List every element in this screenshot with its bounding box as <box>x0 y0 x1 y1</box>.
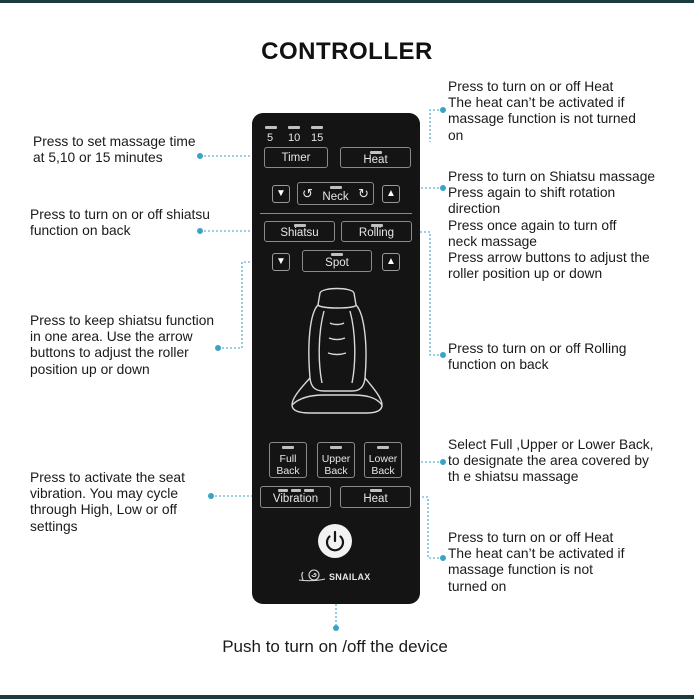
vibration-button[interactable]: Vibration <box>260 486 331 508</box>
upper-back-label-2: Back <box>324 465 348 477</box>
divider <box>260 213 412 214</box>
vibration-button-label: Vibration <box>272 493 319 505</box>
vibration-led-3 <box>304 489 314 492</box>
shiatsu-button-label: Shiatsu <box>280 227 319 239</box>
neck-button[interactable]: ↺ Neck ↻ <box>297 182 374 205</box>
timer-value-15: 15 <box>311 132 324 144</box>
full-back-button[interactable]: Full Back <box>269 442 307 478</box>
upper-back-label-1: Upper <box>321 453 351 465</box>
seat-cushion-icon <box>291 287 383 414</box>
bottom-border <box>0 695 694 699</box>
rolling-button-label: Rolling <box>358 227 395 239</box>
neck-button-label: Neck <box>322 191 349 203</box>
upper-back-button[interactable]: Upper Back <box>317 442 355 478</box>
vibration-led-1 <box>278 489 288 492</box>
lower-back-label-2: Back <box>371 465 395 477</box>
zones-note: Select Full ,Upper or Lower Back, to des… <box>448 437 654 485</box>
spot-button-label: Spot <box>325 257 349 269</box>
chevron-down-icon: ▼ <box>276 256 286 267</box>
timer-led-5 <box>265 126 277 129</box>
spot-button[interactable]: Spot <box>302 250 372 272</box>
remote-controller: 5 10 15 Timer Heat ▼ ↺ Neck ↻ ▲ Shiatsu … <box>252 113 420 604</box>
shiatsu-button[interactable]: Shiatsu <box>264 221 335 242</box>
shiatsu-led <box>294 224 306 227</box>
timer-button-label: Timer <box>281 152 311 164</box>
spot-led <box>331 253 343 256</box>
neck-up-button[interactable]: ▲ <box>382 185 400 203</box>
rolling-button[interactable]: Rolling <box>341 221 412 242</box>
heat-button-top-label: Heat <box>363 154 388 166</box>
brand-name: SNAILAX <box>329 572 371 582</box>
spot-up-button[interactable]: ▲ <box>382 253 400 271</box>
heat-bottom-led <box>370 489 382 492</box>
rolling-led <box>371 224 383 227</box>
heat-button-bottom-label: Heat <box>363 493 388 505</box>
timer-value-5: 5 <box>267 132 274 144</box>
vibration-led-2 <box>291 489 301 492</box>
timer-led-15 <box>311 126 323 129</box>
chevron-down-icon: ▼ <box>276 188 286 199</box>
full-back-led <box>282 446 294 449</box>
neck-led <box>330 186 342 189</box>
rotate-cw-icon: ↻ <box>358 186 369 201</box>
lower-back-button[interactable]: Lower Back <box>364 442 402 478</box>
top-border <box>0 0 694 3</box>
lower-back-led <box>377 446 389 449</box>
chevron-up-icon: ▲ <box>386 188 396 199</box>
heat-button-top[interactable]: Heat <box>340 147 411 168</box>
power-icon <box>325 530 345 552</box>
upper-back-led <box>330 446 342 449</box>
power-note: Push to turn on /off the device <box>222 637 448 656</box>
power-button[interactable] <box>318 524 352 558</box>
neck-down-button[interactable]: ▼ <box>272 185 290 203</box>
rotate-ccw-icon: ↺ <box>302 186 313 201</box>
timer-led-10 <box>288 126 300 129</box>
snail-logo-icon <box>298 569 326 582</box>
heat-top-led <box>370 151 382 154</box>
full-back-label-1: Full <box>279 453 297 465</box>
chevron-up-icon: ▲ <box>386 256 396 267</box>
heat-button-bottom[interactable]: Heat <box>340 486 411 508</box>
timer-value-10: 10 <box>288 132 301 144</box>
full-back-label-2: Back <box>276 465 300 477</box>
lower-back-label-1: Lower <box>368 453 398 465</box>
timer-button[interactable]: Timer <box>264 147 328 168</box>
spot-down-button[interactable]: ▼ <box>272 253 290 271</box>
page-title: CONTROLLER <box>261 38 433 65</box>
